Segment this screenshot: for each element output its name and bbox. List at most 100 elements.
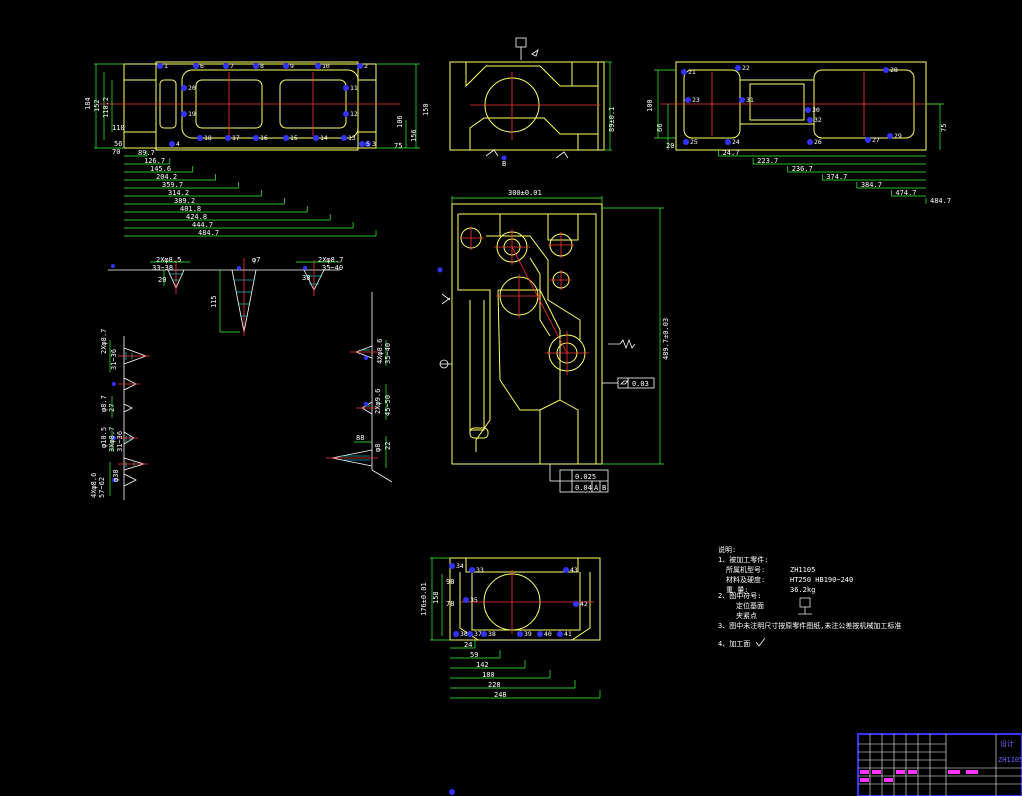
point-marker-2 bbox=[357, 63, 363, 69]
point-label-10: 10 bbox=[322, 62, 330, 70]
detail-top-label-6: 2Xφ8.7 bbox=[318, 256, 343, 264]
point-marker-8 bbox=[253, 63, 259, 69]
detail-left-label-1: 2Xφ8.7 bbox=[100, 329, 108, 354]
detail-left-label-10: φ30 bbox=[112, 469, 120, 482]
point-marker-38 bbox=[481, 631, 487, 637]
point-label-21: 21 bbox=[688, 68, 696, 76]
point-label-41: 41 bbox=[564, 630, 572, 638]
notes-item2-a: 定位基面 bbox=[736, 601, 764, 610]
detail-top-label-7: 35~40 bbox=[322, 264, 343, 272]
point-marker-19 bbox=[181, 111, 187, 117]
title-block-model: ZH1105 bbox=[998, 756, 1022, 764]
bottom-width-label-3: 142 bbox=[476, 661, 489, 669]
right-width-label-7: 484.7 bbox=[930, 197, 951, 205]
top-dim-110-2: 110.2 bbox=[102, 97, 110, 118]
point-label-3: 3 bbox=[372, 140, 376, 148]
flatness-value: 0.03 bbox=[632, 380, 649, 388]
point-label-23: 23 bbox=[692, 96, 700, 104]
front-view: B 89±0.1 bbox=[449, 37, 616, 168]
top-dim-70: 70 bbox=[112, 148, 120, 156]
point-label-15: 15 bbox=[290, 134, 298, 142]
origin-marker bbox=[449, 789, 455, 795]
detail-left-label-2: 31~36 bbox=[110, 349, 118, 370]
point-label-36: 36 bbox=[460, 630, 468, 638]
point-marker-20 bbox=[181, 85, 187, 91]
right-width-label-6: 474.7 bbox=[895, 189, 916, 197]
notes-item2-b: 夹紧点 bbox=[736, 611, 757, 620]
title-block-cells bbox=[860, 770, 978, 782]
point-marker-9 bbox=[283, 63, 289, 69]
bottom-width-label-1: 24 bbox=[464, 641, 472, 649]
point-marker-39 bbox=[517, 631, 523, 637]
clamp-symbol-icon bbox=[798, 597, 812, 615]
point-label-42: 42 bbox=[580, 600, 588, 608]
notes-line-c-label: 重 量: bbox=[726, 586, 748, 594]
detail-right-label-6: 88 bbox=[356, 434, 364, 442]
detail-top-label-3: 20 bbox=[158, 276, 166, 284]
point-label-14: 14 bbox=[320, 134, 328, 142]
notes-line-a-label: 所属机型号: bbox=[726, 565, 765, 574]
point-marker-3 bbox=[365, 141, 371, 147]
point-marker-42 bbox=[573, 601, 579, 607]
frame-row2-datum-a: A bbox=[594, 484, 599, 492]
right-width-label-4: 374.7 bbox=[826, 173, 847, 181]
point-marker-10 bbox=[315, 63, 321, 69]
main-view: 300±0.01 489.7±0.03 0.03 0.025 0.04 A B bbox=[437, 189, 670, 493]
point-marker-24 bbox=[725, 139, 731, 145]
point-marker-21 bbox=[681, 69, 687, 75]
point-label-24: 24 bbox=[732, 138, 740, 146]
point-marker-22 bbox=[735, 65, 741, 71]
bottom-dim-78: 78 bbox=[446, 600, 454, 608]
top-dim-184: 184 bbox=[84, 97, 92, 110]
point-label-8: 8 bbox=[260, 62, 264, 70]
point-label-28: 28 bbox=[890, 66, 898, 74]
detail-top-label-2: 33~38 bbox=[152, 264, 173, 272]
point-marker-35 bbox=[463, 597, 469, 603]
right-width-label-2: 223.7 bbox=[757, 157, 778, 165]
point-label-7: 7 bbox=[230, 62, 234, 70]
notes-line-a-value: ZH1105 bbox=[790, 566, 815, 574]
point-label-39: 39 bbox=[524, 630, 532, 638]
point-label-27: 27 bbox=[872, 136, 880, 144]
detail-right-label-5: φ8 bbox=[374, 444, 382, 452]
bottom-width-label-2: 59 bbox=[470, 651, 478, 659]
detail-right-label-1: 4Xφ8.6 bbox=[376, 339, 384, 364]
top-dim-75: 75 bbox=[394, 142, 402, 150]
top-dim-156: 156 bbox=[410, 129, 418, 142]
detail-left: 2Xφ8.7 31~36 φ8.7 27 φ10.5 3Xφ8.7 31~36 … bbox=[90, 329, 150, 500]
right-dim-75: 75 bbox=[940, 124, 948, 132]
point-marker-14 bbox=[313, 135, 319, 141]
notes-item1: 1、被加工零件: bbox=[718, 555, 768, 564]
top-width-label-6: 314.2 bbox=[168, 189, 189, 197]
notes-title: 说明: bbox=[718, 545, 736, 554]
right-width-label-3: 236.7 bbox=[792, 165, 813, 173]
frame-row2-value: 0.04 bbox=[575, 484, 592, 492]
main-dim-width: 300±0.01 bbox=[508, 189, 542, 197]
point-marker-16 bbox=[253, 135, 259, 141]
point-marker-31 bbox=[739, 97, 745, 103]
detail-left-label-3: φ8.7 bbox=[100, 395, 108, 412]
bottom-dim-158: 158 bbox=[432, 591, 440, 604]
point-marker-1 bbox=[157, 63, 163, 69]
point-label-32: 32 bbox=[814, 116, 822, 124]
point-label-13: 13 bbox=[348, 134, 356, 142]
top-width-label-11: 484.7 bbox=[198, 229, 219, 237]
surface-finish-icon bbox=[755, 637, 766, 647]
point-label-34: 34 bbox=[456, 562, 464, 570]
point-label-9: 9 bbox=[290, 62, 294, 70]
point-label-25: 25 bbox=[690, 138, 698, 146]
detail-top-label-5: 115 bbox=[210, 295, 218, 308]
notes-line-c-value: 36.2kg bbox=[790, 586, 815, 594]
point-marker-15 bbox=[283, 135, 289, 141]
detail-right-label-2: 35~40 bbox=[384, 343, 392, 364]
point-marker-13 bbox=[341, 135, 347, 141]
detail-left-label-7: 31~36 bbox=[116, 431, 124, 452]
point-marker-29 bbox=[887, 133, 893, 139]
point-label-18: 18 bbox=[204, 134, 212, 142]
point-marker-26 bbox=[807, 139, 813, 145]
point-marker-34 bbox=[449, 563, 455, 569]
bottom-width-label-6: 248 bbox=[494, 691, 507, 699]
point-marker-43 bbox=[563, 567, 569, 573]
